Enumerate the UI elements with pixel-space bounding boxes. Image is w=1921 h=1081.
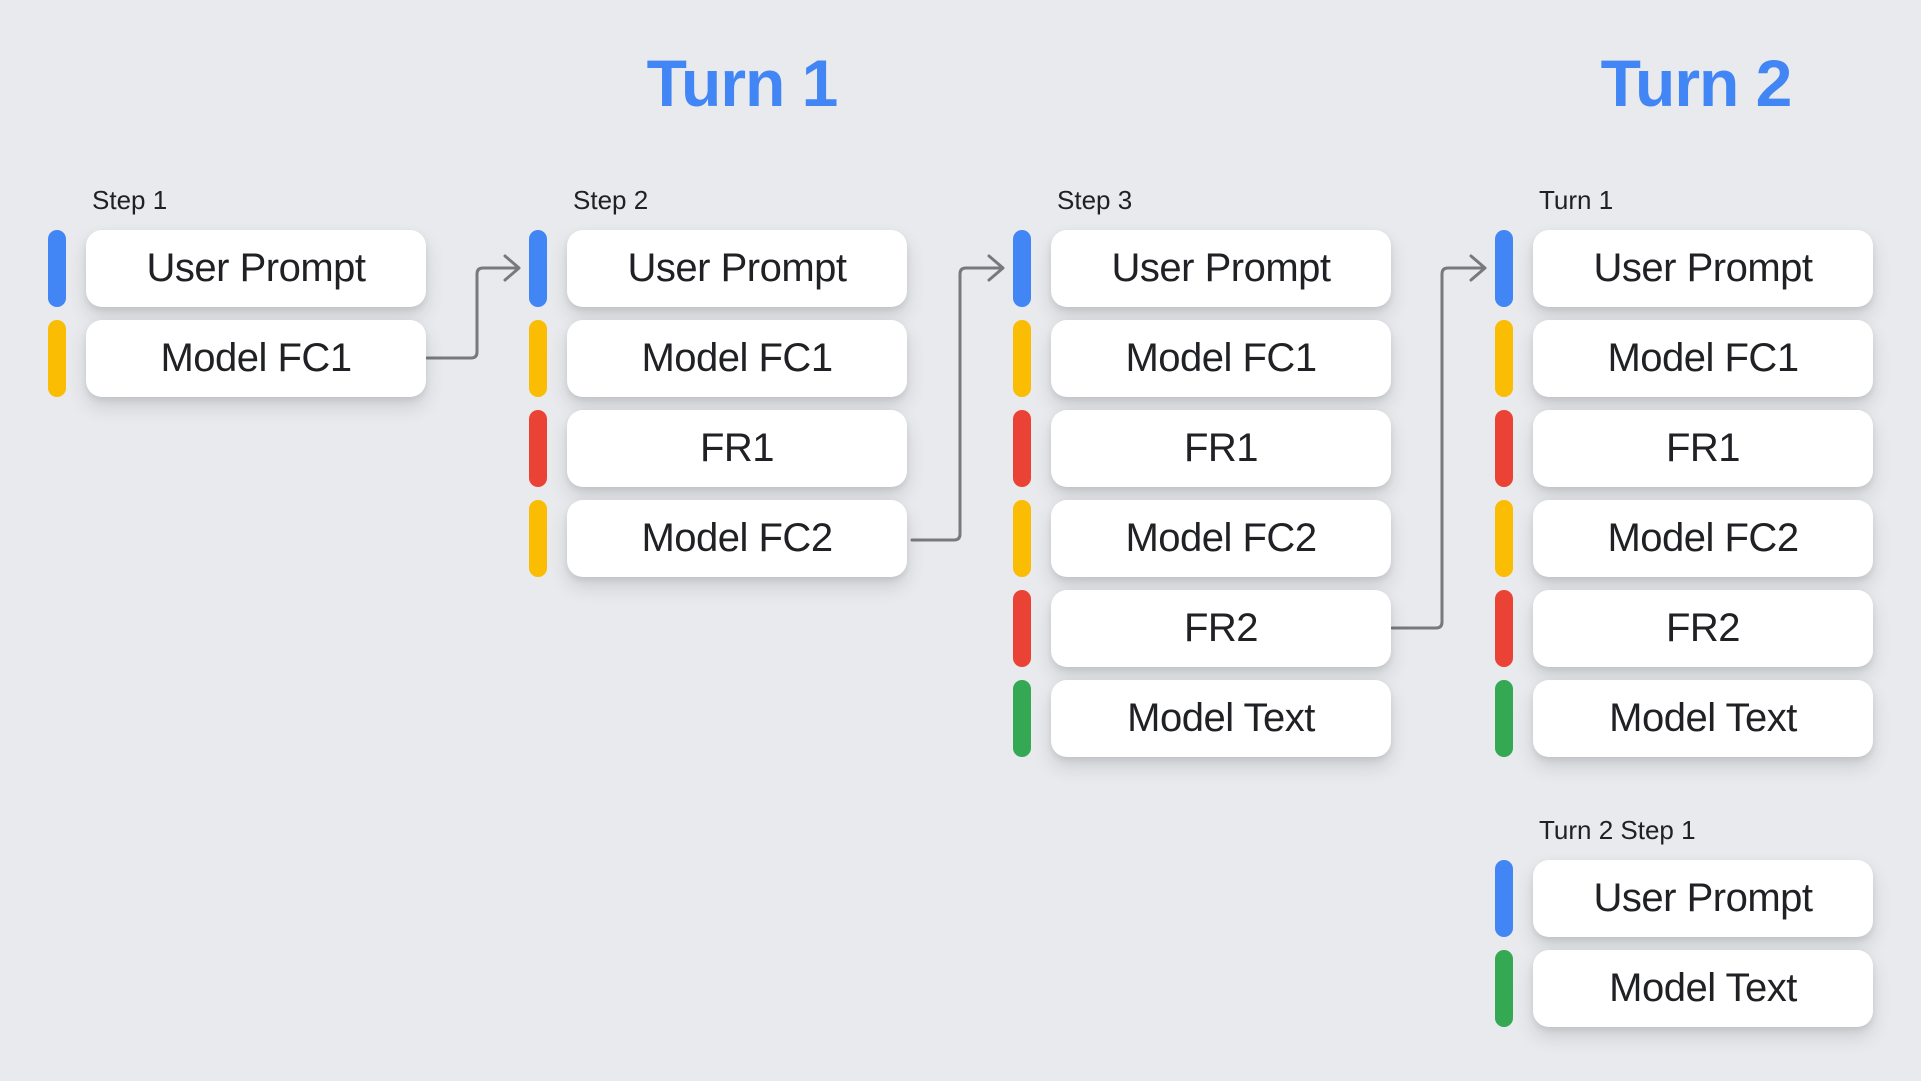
model-fc-color-bar [1013,320,1031,397]
block-label: Model Text [1127,696,1315,740]
model-fc-color-bar [1013,500,1031,577]
block-label: Model FC1 [641,336,833,380]
user-prompt-color-bar [1495,860,1513,937]
column-label: Turn 2 Step 1 [1539,815,1696,845]
block-row: FR2 [1013,590,1391,667]
block-label: Model FC1 [1607,336,1799,380]
block-label: Model FC2 [1125,516,1317,560]
block-card: Model FC1 [86,320,426,397]
user-prompt-color-bar [529,230,547,307]
block-label: FR1 [699,426,775,470]
model-fc-color-bar [1495,500,1513,577]
arrowhead-icon [503,254,521,282]
block-row: Model FC1 [529,320,907,397]
turn-1-header: Turn 1 [646,46,839,120]
column-step-3: Step 3 User Prompt Model FC1 FR1 Model F… [1013,186,1391,770]
block-card: Model FC1 [567,320,907,397]
arrow-step2-to-step3 [910,254,1005,542]
block-row: FR1 [1013,410,1391,487]
function-response-color-bar [1495,590,1513,667]
block-card: Model FC1 [1051,320,1391,397]
block-card: Model Text [1051,680,1391,757]
block-label: Model FC2 [1607,516,1799,560]
block-label: User Prompt [1593,876,1814,920]
block-label: FR1 [1183,426,1259,470]
arrowhead-icon [987,254,1005,282]
column-step-1: Step 1 User Prompt Model FC1 [48,186,426,410]
user-prompt-color-bar [1013,230,1031,307]
block-card: User Prompt [1051,230,1391,307]
block-card: Model Text [1533,950,1873,1027]
block-label: Model FC2 [641,516,833,560]
block-row: Model FC1 [1495,320,1873,397]
block-label: FR2 [1665,606,1741,650]
user-prompt-color-bar [48,230,66,307]
block-label: User Prompt [146,246,367,290]
block-row: Model Text [1495,680,1873,757]
model-text-color-bar [1495,950,1513,1027]
function-response-color-bar [1013,410,1031,487]
block-label: Model FC1 [160,336,352,380]
block-label: FR1 [1665,426,1741,470]
block-card: Model FC2 [1051,500,1391,577]
function-response-color-bar [1495,410,1513,487]
arrow-step1-to-step2 [425,254,521,360]
block-label: Model FC1 [1125,336,1317,380]
block-row: Model FC1 [1013,320,1391,397]
turn-2-header: Turn 2 [1600,46,1793,120]
block-row: Model FC2 [529,500,907,577]
block-card: FR1 [1533,410,1873,487]
column-turn-1-summary: Turn 1 User Prompt Model FC1 FR1 Model F… [1495,186,1873,770]
block-card: FR1 [1051,410,1391,487]
model-text-color-bar [1495,680,1513,757]
block-card: FR1 [567,410,907,487]
model-fc-color-bar [529,500,547,577]
block-label: FR2 [1183,606,1259,650]
function-response-color-bar [529,410,547,487]
block-row: Model FC2 [1495,500,1873,577]
block-row: FR1 [1495,410,1873,487]
block-card: Model FC2 [567,500,907,577]
block-row: User Prompt [1013,230,1391,307]
column-label: Step 3 [1057,185,1133,215]
model-fc-color-bar [1495,320,1513,397]
model-text-color-bar [1013,680,1031,757]
block-card: Model FC2 [1533,500,1873,577]
function-response-color-bar [1013,590,1031,667]
block-row: FR1 [529,410,907,487]
arrowhead-icon [1469,254,1487,282]
block-card: FR2 [1051,590,1391,667]
block-card: User Prompt [1533,230,1873,307]
block-card: FR2 [1533,590,1873,667]
block-row: User Prompt [529,230,907,307]
block-card: Model FC1 [1533,320,1873,397]
block-row: User Prompt [1495,860,1873,937]
column-label: Step 2 [573,185,649,215]
column-label: Turn 1 [1539,185,1614,215]
column-turn-2-step-1: Turn 2 Step 1 User Prompt Model Text [1495,816,1873,1040]
block-label: Model Text [1609,966,1797,1010]
block-card: Model Text [1533,680,1873,757]
block-card: User Prompt [86,230,426,307]
column-label: Step 1 [92,185,168,215]
block-row: Model FC2 [1013,500,1391,577]
model-fc-color-bar [48,320,66,397]
block-card: User Prompt [1533,860,1873,937]
column-step-2: Step 2 User Prompt Model FC1 FR1 Model F… [529,186,907,590]
block-row: Model Text [1495,950,1873,1027]
block-row: Model Text [1013,680,1391,757]
block-row: FR2 [1495,590,1873,667]
arrow-step3-to-turn1 [1390,254,1487,630]
block-label: User Prompt [1111,246,1332,290]
model-fc-color-bar [529,320,547,397]
block-row: User Prompt [48,230,426,307]
block-row: Model FC1 [48,320,426,397]
block-label: User Prompt [627,246,848,290]
block-card: User Prompt [567,230,907,307]
user-prompt-color-bar [1495,230,1513,307]
block-label: User Prompt [1593,246,1814,290]
block-label: Model Text [1609,696,1797,740]
block-row: User Prompt [1495,230,1873,307]
